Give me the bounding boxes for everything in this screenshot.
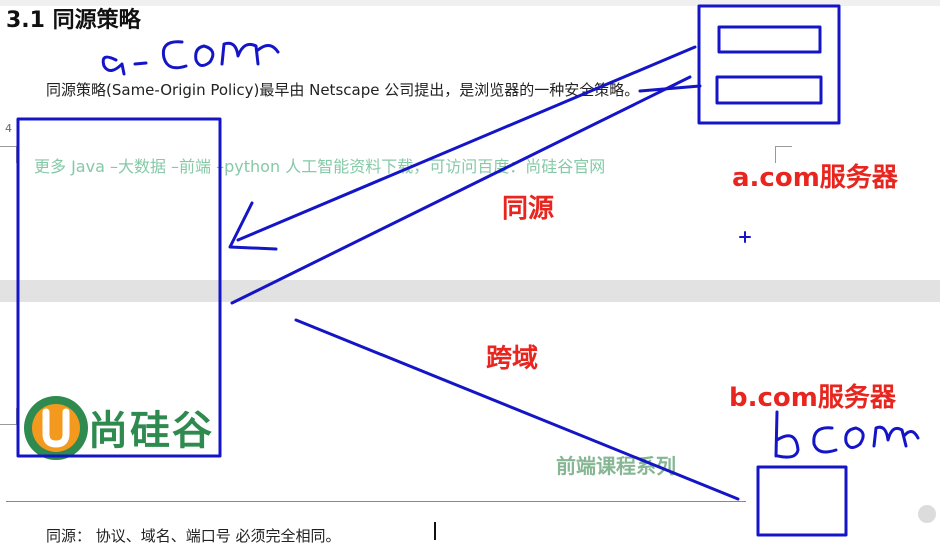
hw-m2-char [872, 425, 920, 448]
hw-a-char [101, 55, 126, 76]
page-number: 4 [5, 122, 12, 135]
paragraph-text: 同源策略(Same-Origin Policy)最早由 Netscape 公司提… [46, 81, 640, 99]
request-line-a [230, 75, 692, 305]
strike-mark [638, 84, 702, 93]
hw-c2-char [812, 426, 838, 454]
status-icon [918, 505, 936, 523]
a-server-slot-1 [717, 25, 822, 54]
hw-o2-char [844, 426, 865, 449]
document-page-top [0, 0, 940, 280]
cross-domain-line [294, 318, 740, 501]
atguigu-logo [24, 396, 88, 460]
watermark-text: 更多 Java –大数据 –前端 –python 人工智能资料下载，可访问百度：… [34, 157, 606, 176]
a-server-slot-2 [715, 75, 823, 105]
margin-corner-right [775, 146, 792, 163]
page-gap [0, 280, 940, 302]
browser-page-box [16, 117, 222, 458]
b-server-label: b.com服务器 [729, 383, 896, 413]
footer-rule [6, 501, 746, 502]
hw-o-char [194, 44, 215, 67]
response-arrow-a [236, 45, 697, 242]
logo-u-letter [42, 408, 70, 448]
b-server-box [756, 465, 848, 537]
a-server-box [697, 4, 841, 125]
hw-c-char [161, 40, 188, 70]
hw-m-char [220, 41, 280, 66]
section-heading: 3.1 同源策略 [6, 8, 141, 33]
hw-b-char [774, 410, 800, 459]
logo-text: 尚硅谷 [88, 408, 214, 454]
crosshair-icon [739, 231, 751, 243]
a-server-label: a.com服务器 [732, 163, 898, 193]
hw-dot [133, 61, 148, 66]
cross-domain-label: 跨域 [486, 344, 539, 374]
text-cursor [434, 522, 436, 540]
top-strip [0, 0, 940, 6]
same-origin-label: 同源 [502, 194, 555, 224]
response-arrowhead [228, 201, 278, 251]
